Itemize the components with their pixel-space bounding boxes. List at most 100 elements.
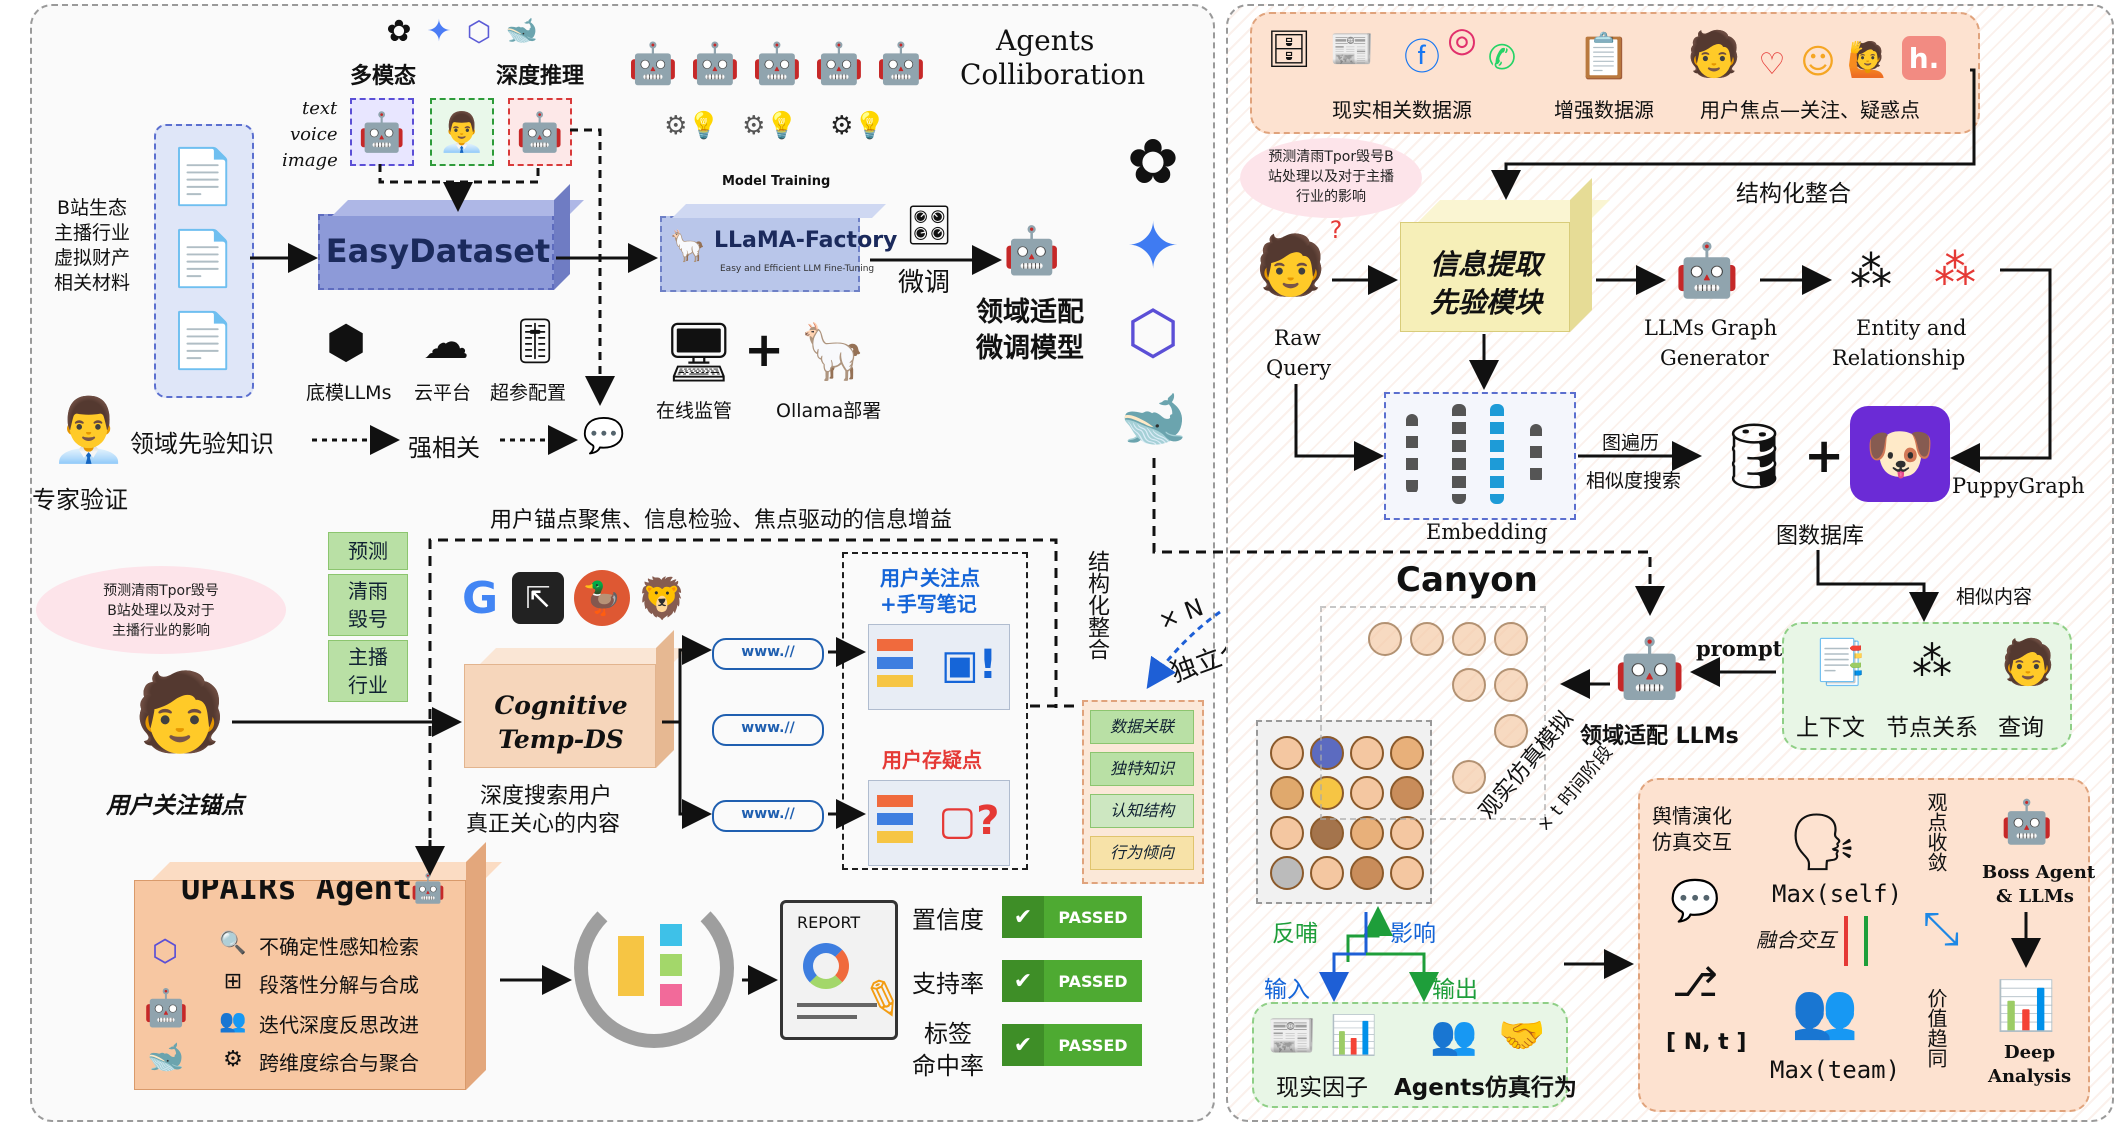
cycle-block (660, 924, 682, 946)
llama-cube-top (672, 204, 886, 218)
gear-bulb-icon: ⚙💡 (742, 111, 798, 141)
modality-voice: voice (290, 124, 338, 145)
upairs-agent-cube: UPAIRs Agent ⬡ 🤖 🐋 🔍 ⊞ 👥 ⚙ 不确定性感知检索 段落性分… (134, 869, 466, 1090)
cloud-platform-label: 云平台 (414, 382, 472, 404)
domain-prior-label: 领域先验知识 (130, 430, 274, 458)
cycle-block (660, 984, 682, 1006)
passed-label: PASSED (1058, 907, 1128, 927)
plus-sign-right: + (1804, 428, 1845, 484)
check-icon: ✔ (1002, 896, 1044, 938)
qwen-logo-icon: ⬡ (1126, 298, 1180, 368)
info-extract-line2: 先验模块 (1429, 286, 1542, 319)
similar-content-label: 相似内容 (1956, 586, 2033, 608)
feedback-label: 反哺 (1272, 921, 1318, 947)
chip-qingyu: 清雨 毁号 (328, 574, 408, 636)
material-line: 虚拟财产 (53, 247, 130, 269)
tag-data-link: 数据关联 (1090, 710, 1194, 744)
embedding-label: Embedding (1426, 520, 1548, 544)
newspaper-icon: 📰 (1329, 29, 1375, 70)
check-icon: ✔ (1002, 960, 1044, 1002)
tag-cognitive-structure: 认知结构 (1090, 794, 1194, 828)
angel-robot-icon: 🤖 (1003, 222, 1061, 277)
cognitive-line1: Cognitive (494, 691, 628, 720)
hyperparams-label: 超参配置 (490, 382, 567, 404)
passed-badge-support: ✔PASSED (1002, 960, 1142, 1002)
avatar (1310, 736, 1344, 770)
canyon-grid-back (1320, 606, 1546, 820)
facebook-icon: ⓕ (1403, 37, 1440, 78)
deep-analysis-line2: Analysis (1988, 1066, 2072, 1087)
cycle-block (660, 954, 682, 976)
similarity-search-label: 相似度搜索 (1586, 470, 1682, 492)
expert-verify-label: 专家验证 (32, 486, 128, 514)
converge-arrows-icon: ⤡ (1922, 901, 1960, 955)
deepseek-icon: 🐋 (505, 16, 539, 46)
avatar (1452, 668, 1486, 702)
qa-chat-icon: 💬 (582, 416, 626, 456)
plus-sign: + (744, 322, 785, 378)
material-line: 相关材料 (53, 272, 130, 294)
expert-box: 👨‍💼 (430, 98, 494, 166)
context-label: 上下文 (1796, 715, 1865, 741)
graph-nodes-icon: ⁂ (1850, 246, 1892, 296)
cycle-ring (574, 888, 734, 1048)
deepseek-logo-icon: 🐋 (1120, 387, 1188, 450)
domain-llms-label: 领域适配 LLMs (1580, 724, 1739, 749)
avatar (1368, 622, 1402, 656)
deepseek-small-icon: 🐋 (147, 1039, 185, 1075)
www-link-1: www.// (712, 638, 824, 670)
avatar (1494, 668, 1528, 702)
avatar (1350, 816, 1384, 850)
focus-head-icon: 🧑 (1686, 29, 1742, 80)
avatar (1350, 776, 1384, 810)
user-question-avatar: 🧑 (1254, 230, 1328, 299)
upairs-item-2: 段落性分解与合成 (259, 973, 419, 997)
document-chart-icon: 📄 (169, 227, 237, 290)
nn-layer (1406, 414, 1418, 494)
news-icon: 📰 (1267, 1012, 1317, 1059)
raw-query-line1: Raw (1274, 326, 1321, 350)
documents-link-icon: 📑 (1812, 637, 1868, 688)
material-line: 主播行业 (53, 222, 130, 244)
puppygraph-logo: 🐶 (1850, 406, 1950, 502)
graph-database-icon: 🛢 (1713, 419, 1795, 494)
ollama-icon: 🦙 (799, 320, 867, 383)
node-relation-label: 节点关系 (1886, 715, 1978, 741)
raw-query-line2: Query (1266, 356, 1332, 380)
opinion-line2: 仿真交互 (1652, 830, 1732, 854)
perplexity-icon: ⇱ (512, 572, 564, 624)
strong-related-label: 强相关 (408, 434, 480, 462)
reality-box (1252, 1002, 1568, 1108)
max-self-label: Max(self) (1772, 880, 1903, 908)
boss-agent-icon: 🤖 (2000, 797, 2054, 846)
llama-icon: 🦙 (669, 228, 707, 264)
user-query-icon: 🧑 (2000, 637, 2056, 688)
businessman-icon: 👨‍💼 (438, 109, 486, 154)
agent-robot-2-icon: 🤖 (690, 40, 740, 87)
llm-graph-line2: Generator (1660, 346, 1769, 370)
avatar (1270, 776, 1304, 810)
easydataset-cube: EasyDataset (318, 214, 554, 290)
robot-icon: 🤖 (358, 109, 406, 154)
upairs-item-4: 跨维度综合与聚合 (259, 1051, 419, 1075)
agent-robot-1-icon: 🤖 (628, 40, 678, 87)
graph-nodes-colored-icon: ⁂ (1934, 244, 1976, 294)
tuning-sliders-icon: 🎛 (904, 202, 954, 247)
doubt-label: 用户存疑点 (882, 748, 982, 772)
easydataset-cube-top (332, 200, 584, 216)
openai-logo-icon: ✿ (1127, 124, 1179, 198)
avatar (1390, 856, 1424, 890)
document-chart-icon: 📄 (169, 145, 237, 208)
model-training-label: Model Training (722, 174, 831, 189)
www-link-3: www.// (712, 800, 824, 832)
chip-predict: 预测 (328, 532, 408, 570)
bilibili-materials: B站生态 主播行业 虚拟财产 相关材料 (42, 196, 142, 296)
structured-vertical-label: 结构化整合 (1084, 550, 1109, 660)
agent-robot-5-icon: 🤖 (876, 40, 926, 87)
heart-icon: ♡ (1758, 46, 1786, 82)
llm-graph-robot-icon: 🤖 (1674, 240, 1740, 301)
report-line (797, 1015, 857, 1019)
query-cloud-right: 预测清雨Tpor毁号B 站处理以及对于主播 行业的影响 (1240, 138, 1422, 218)
sliders-icon: 🎚 (507, 316, 563, 367)
agents-discuss-icon: 👥 (1430, 1012, 1478, 1057)
